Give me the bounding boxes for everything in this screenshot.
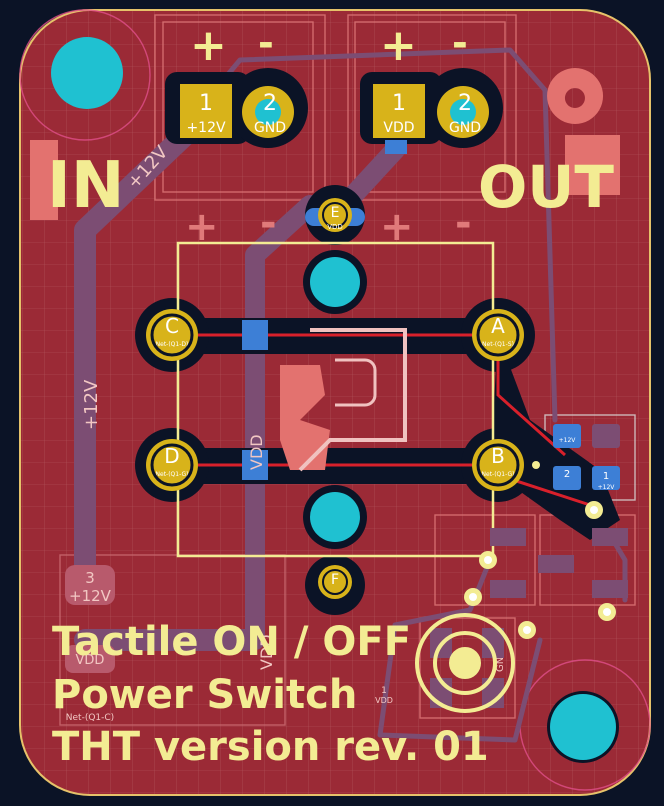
pad-vdd[interactable] bbox=[65, 645, 115, 673]
pad-3[interactable] bbox=[65, 565, 115, 605]
smd-pad-a[interactable] bbox=[553, 424, 581, 448]
pad-b-label: B bbox=[491, 444, 505, 468]
connector-right-minus: - bbox=[452, 21, 468, 65]
via-f-label: F bbox=[331, 572, 339, 588]
left-pin2-net: GND bbox=[254, 120, 286, 136]
smd-label-1: 1 bbox=[603, 471, 609, 482]
via-e[interactable]: E VDD bbox=[318, 198, 352, 232]
pad-c-net: Net-(Q1-D) bbox=[156, 341, 189, 348]
via-e-net: VDD bbox=[327, 223, 343, 231]
back-silk-fragments bbox=[30, 68, 620, 220]
connector-left-plus: + bbox=[190, 20, 227, 71]
label-vdd-lower: VDD bbox=[257, 634, 276, 670]
pad-b-net: Net-(Q1-G) bbox=[482, 471, 515, 478]
smd-label-plus12v-b: +12V bbox=[598, 484, 616, 491]
pad-a[interactable]: A Net-(Q1-S) bbox=[472, 309, 524, 361]
label-net-q1-c: Net-(Q1-C) bbox=[66, 713, 114, 723]
pad-3-net: +12V bbox=[69, 587, 112, 605]
via-e-label: E bbox=[331, 205, 340, 221]
left-pin2-num: 2 bbox=[263, 91, 277, 116]
connector-left: + - 1 +12V 2 GND bbox=[180, 20, 294, 138]
connector-right: + - 1 VDD 2 GND bbox=[373, 20, 489, 138]
small-pad-1: 1 bbox=[381, 686, 387, 696]
switch-hole-bottom bbox=[310, 492, 360, 542]
smd-label-2: 2 bbox=[564, 469, 570, 480]
right-pin2-num: 2 bbox=[458, 91, 472, 116]
right-pin1-pad[interactable] bbox=[373, 84, 425, 138]
pad-b[interactable]: B Net-(Q1-G) bbox=[472, 439, 524, 491]
right-pin2-net: GND bbox=[449, 120, 481, 136]
label-vdd-vertical: VDD bbox=[247, 434, 266, 470]
title-line-2: Power Switch bbox=[52, 672, 357, 718]
pad-d-net: Net-(Q1-G) bbox=[156, 471, 189, 478]
title-line-1: Tactile ON / OFF bbox=[52, 619, 411, 665]
switch-hole-top bbox=[310, 257, 360, 307]
left-pin1-net: +12V bbox=[186, 120, 226, 136]
small-vias bbox=[464, 461, 616, 639]
label-plus12v-left: +12V bbox=[81, 379, 102, 430]
connector-right-plus: + bbox=[380, 20, 417, 71]
switch-outline bbox=[176, 241, 495, 558]
pad-a-net: Net-(Q1-S) bbox=[482, 341, 514, 348]
connector-left-minus: - bbox=[258, 21, 274, 65]
label-gnd-pad: GND bbox=[495, 649, 506, 672]
pad-d-label: D bbox=[164, 444, 179, 468]
pad-3-num: 3 bbox=[85, 569, 95, 587]
mount-hole-top-left bbox=[51, 37, 123, 109]
label-out: OUT bbox=[478, 153, 614, 221]
pad-d[interactable]: D Net-(Q1-G) bbox=[146, 439, 198, 491]
title-line-3: THT version rev. 01 bbox=[52, 724, 489, 770]
fab-right-minus: - bbox=[455, 200, 472, 246]
switch-holes bbox=[310, 257, 360, 542]
pad-c[interactable]: C Net-(Q1-D) bbox=[146, 309, 198, 361]
left-pin1-pad[interactable] bbox=[180, 84, 232, 138]
mosfet-footprint bbox=[280, 328, 407, 472]
pad-vdd-net: VDD bbox=[76, 653, 105, 668]
smd-label-plus12v: +12V bbox=[559, 437, 577, 444]
pad-rings bbox=[150, 313, 520, 487]
led-symbol bbox=[415, 613, 515, 713]
left-pin1-num: 1 bbox=[199, 91, 213, 116]
via-f[interactable]: F bbox=[318, 565, 352, 599]
pad-c-label: C bbox=[165, 314, 179, 338]
pad-a-label: A bbox=[491, 314, 505, 338]
right-pin1-num: 1 bbox=[392, 91, 406, 116]
small-pad-vdd: VDD bbox=[375, 696, 393, 705]
switch-pads: A Net-(Q1-S) B Net-(Q1-G) C Net-(Q1-D) D… bbox=[146, 309, 524, 491]
board-outline bbox=[19, 9, 651, 796]
mounting-holes bbox=[51, 37, 619, 763]
smd-pad-b[interactable] bbox=[553, 466, 581, 490]
right-pin1-net: VDD bbox=[383, 120, 414, 136]
fab-left-minus: - bbox=[260, 200, 277, 246]
label-in: IN bbox=[47, 149, 124, 223]
mount-hole-bottom-right bbox=[550, 694, 616, 760]
